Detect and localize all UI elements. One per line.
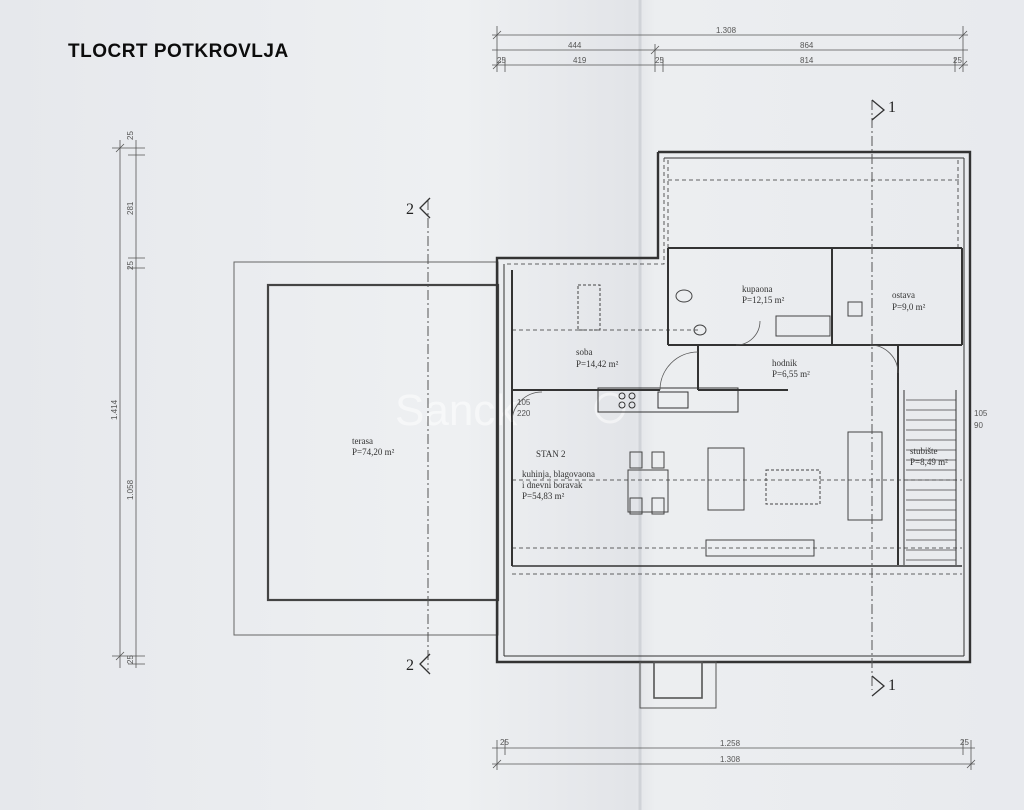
stubiste-area: P=8,49 m² bbox=[910, 457, 948, 467]
staircase bbox=[906, 399, 956, 561]
doors bbox=[511, 320, 899, 423]
section-1-bottom: 1 bbox=[888, 677, 896, 694]
dim-left-c2: 25 bbox=[126, 261, 135, 270]
dim-left-c1: 25 bbox=[126, 131, 135, 140]
stan-label: STAN 2 bbox=[536, 449, 566, 459]
kuhinja-name-1: kuhinja, blagovaona bbox=[522, 469, 595, 479]
terrace-inner bbox=[266, 283, 500, 602]
ostava-area: P=9,0 m² bbox=[892, 302, 926, 312]
kupaona-area: P=12,15 m² bbox=[742, 295, 785, 305]
section-lines bbox=[427, 100, 873, 690]
window-left-height: 220 bbox=[517, 409, 531, 418]
window-right-height: 90 bbox=[974, 421, 983, 430]
furniture bbox=[577, 284, 883, 557]
dim-left-b: 1.058 bbox=[126, 479, 135, 500]
building-walls bbox=[495, 150, 972, 664]
dim-top-left: 444 bbox=[568, 41, 582, 50]
watermark-circle bbox=[594, 392, 626, 424]
top-dimension-lines bbox=[492, 26, 968, 72]
hodnik-name: hodnik bbox=[772, 358, 798, 368]
stubiste-name: stubište bbox=[910, 446, 938, 456]
dim-top-right: 864 bbox=[800, 41, 814, 50]
dim-bottom-inner: 1.258 bbox=[720, 739, 741, 748]
dim-bottom-total: 1.308 bbox=[720, 755, 741, 764]
section-2-bottom: 2 bbox=[406, 657, 414, 674]
left-dimension-lines bbox=[112, 140, 145, 668]
soba-area: P=14,42 m² bbox=[576, 359, 619, 369]
bottom-dimension-lines bbox=[492, 740, 976, 770]
kitchen-counter bbox=[597, 387, 739, 413]
balcony bbox=[639, 661, 717, 709]
kuhinja-name-2: i dnevni boravak bbox=[522, 480, 583, 490]
dim-top-a4: 814 bbox=[800, 56, 814, 65]
dim-left-c3: 25 bbox=[126, 655, 135, 664]
dim-top-total: 1.308 bbox=[716, 26, 737, 35]
section-markers bbox=[419, 99, 886, 697]
dim-left-total: 1.414 bbox=[110, 399, 119, 420]
kuhinja-area: P=54,83 m² bbox=[522, 491, 565, 501]
kupaona-name: kupaona bbox=[742, 284, 773, 294]
section-1-top: 1 bbox=[888, 99, 896, 116]
window-left-width: 105 bbox=[517, 398, 531, 407]
terrace-name: terasa bbox=[352, 436, 373, 446]
hodnik-area: P=6,55 m² bbox=[772, 369, 810, 379]
ostava-name: ostava bbox=[892, 290, 915, 300]
watermark-text: Sanck bbox=[395, 386, 518, 435]
page-title: TLOCRT POTKROVLJA bbox=[68, 41, 289, 62]
section-2-top: 2 bbox=[406, 201, 414, 218]
dim-bottom-a2: 25 bbox=[960, 738, 969, 747]
dim-left-a: 281 bbox=[126, 201, 135, 215]
dim-top-a5: 25 bbox=[953, 56, 962, 65]
dim-top-a1: 25 bbox=[497, 56, 506, 65]
dim-top-a2: 419 bbox=[573, 56, 587, 65]
terrace-area: P=74,20 m² bbox=[352, 447, 395, 457]
dim-bottom-a1: 25 bbox=[500, 738, 509, 747]
dim-top-a3: 25 bbox=[655, 56, 664, 65]
window-right-width: 105 bbox=[974, 409, 988, 418]
soba-name: soba bbox=[576, 347, 593, 357]
